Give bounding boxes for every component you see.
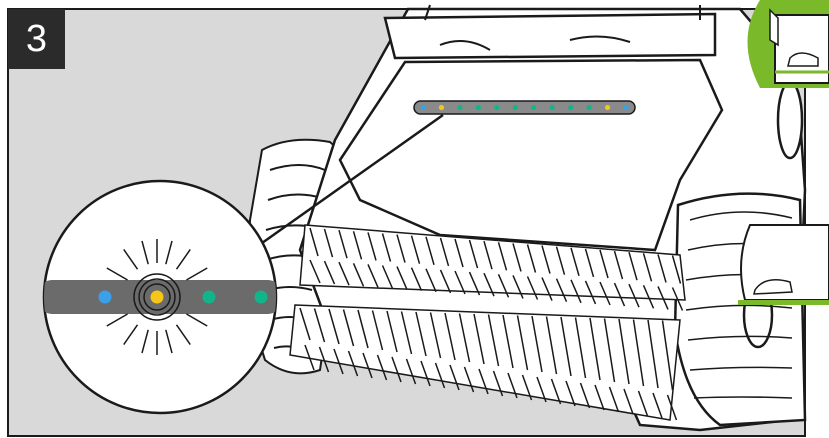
zoom-led-green: [203, 291, 216, 304]
step-number-badge: 3: [8, 9, 65, 69]
strip-led-green: [550, 105, 555, 110]
strip-led-green: [457, 105, 462, 110]
strip-led-green: [513, 105, 518, 110]
led-strip: [414, 101, 635, 114]
zoom-led-blue: [99, 291, 112, 304]
wall-climb-icon: [748, 0, 829, 88]
zoom-led-yellow: [151, 291, 164, 304]
zoom-callout: [40, 181, 280, 413]
strip-led-green: [586, 105, 591, 110]
floor-icon: [738, 225, 829, 305]
strip-led-blue: [420, 105, 425, 110]
strip-led-yellow: [605, 105, 610, 110]
strip-led-green: [568, 105, 573, 110]
zoom-led-green: [255, 291, 268, 304]
strip-led-green: [531, 105, 536, 110]
strip-led-yellow: [439, 105, 444, 110]
led-strip-bar: [414, 101, 635, 114]
strip-led-green: [494, 105, 499, 110]
strip-led-blue: [623, 105, 628, 110]
strip-led-green: [476, 105, 481, 110]
